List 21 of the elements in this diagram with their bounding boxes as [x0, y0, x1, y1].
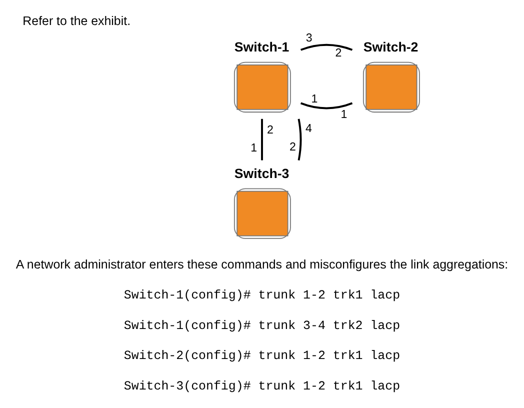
label: Switch-3(config)# trunk 1-2 trk1 lacp	[124, 379, 400, 394]
label: 2	[266, 124, 274, 137]
label: Switch-1(config)# trunk 1-2 trk1 lacp	[124, 288, 400, 303]
label: 4	[306, 123, 312, 135]
connector	[261, 118, 263, 160]
label: Switch-2(config)# trunk 1-2 trk1 lacp	[124, 349, 400, 364]
label: Switch-1(config)# trunk 3-4 trk2 lacp	[124, 318, 400, 333]
diagram-title: Refer to the exhibit.	[22, 14, 131, 28]
connector	[300, 102, 353, 110]
label: 3	[306, 32, 312, 44]
label: 1	[250, 142, 258, 155]
label: 2	[290, 141, 296, 154]
label: 1	[340, 108, 348, 121]
label: 2	[335, 48, 342, 60]
node-label: Switch-3	[234, 166, 290, 181]
label: 1	[311, 93, 318, 106]
node-label: Switch-2	[363, 40, 418, 55]
connector	[300, 44, 353, 51]
connector	[298, 118, 302, 160]
node-label: Switch-1	[234, 40, 290, 55]
label: A network administrator enters these commands and misconfigures the link aggregations:	[16, 257, 508, 272]
